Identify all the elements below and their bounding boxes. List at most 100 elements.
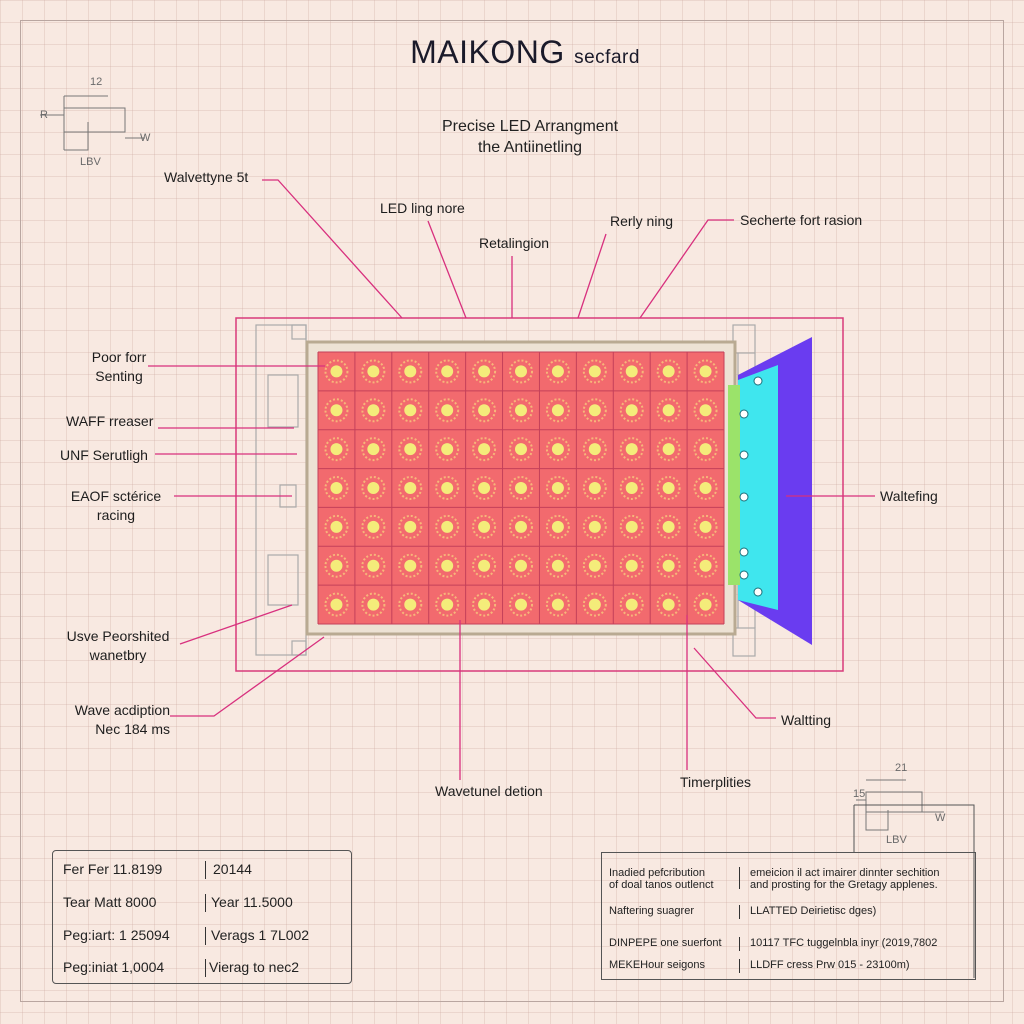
leader-t1 [262,179,403,319]
label-left-2: WAFF rreaser [66,413,154,429]
led-dot [662,598,675,611]
led-dot [478,520,491,533]
led-dot [588,559,601,572]
side-led [739,570,749,580]
led-dot [330,559,343,572]
led-dot [367,443,380,456]
led-halo [545,359,570,384]
led-dot [404,598,417,611]
led-grid [317,351,725,625]
led-halo [619,553,644,578]
led-halo [582,437,607,462]
label-top-1: Walvettyne 5t [164,169,249,185]
spec-right-r3c2: 10117 TFC tuggelnbla inyr (2019,7802 [750,937,938,949]
led-halo [545,437,570,462]
leader-l6 [170,636,325,717]
led-halo [361,437,386,462]
led-halo [509,592,533,617]
label-top-4: Rerly ning [610,213,674,229]
mini-diagram-left [40,95,145,151]
led-dot [515,598,527,611]
led-halo [398,514,423,539]
mini-left-left: R [40,109,48,121]
led-halo [545,476,570,500]
led-halo [582,398,607,423]
spec-right-r4c1: MEKEHour seigons [609,959,705,971]
led-dot [330,598,343,611]
led-dot [367,559,380,572]
led-dot [662,520,675,533]
led-halo [656,514,681,539]
led-dot [515,520,527,533]
led-halo [435,398,460,423]
led-dot [404,520,417,533]
led-dot [367,404,380,417]
led-halo [509,476,533,500]
led-halo [582,553,607,578]
led-dot [367,520,380,533]
led-halo [619,437,644,462]
led-dot [441,520,454,533]
mini-right-box [865,791,923,813]
led-dot [441,559,454,572]
led-halo [435,437,460,462]
led-dot [367,598,380,611]
led-halo [324,514,349,539]
leader-lines [148,179,875,780]
led-halo [361,553,386,578]
led-halo [619,398,644,423]
side-led [753,376,763,386]
led-dot [478,365,491,378]
led-halo [472,476,497,500]
spec-left-r1c1: Fer Fer 11.8199 [63,861,163,877]
led-dot [588,598,601,611]
spec-right-r1c2: emeicion il act imairer dinnter sechitio… [750,867,940,891]
led-dot [478,443,491,456]
led-dot [404,559,417,572]
led-halo [361,359,386,384]
led-halo [693,592,718,617]
led-halo [693,553,718,578]
side-strip [728,385,740,585]
led-halo [435,553,460,578]
led-dot [625,598,638,611]
led-halo [582,514,607,539]
led-halo [361,398,386,423]
label-left-3: UNF Serutligh [60,447,148,463]
led-halo [509,398,533,423]
led-dot [551,404,564,417]
led-halo [619,514,644,539]
led-dot [515,365,527,378]
leader-t4 [577,233,607,319]
led-dot [441,404,454,417]
led-dot [662,559,675,572]
led-dot [588,404,601,417]
led-dot [330,365,343,378]
side-led [739,409,749,419]
led-dot [330,482,343,494]
side-led [739,547,749,557]
led-halo [693,476,718,500]
led-halo [361,592,386,617]
led-halo [656,437,681,462]
led-halo [545,398,570,423]
led-dot [699,443,712,456]
led-dot [515,559,527,572]
led-halo [472,553,497,578]
led-halo [509,359,533,384]
drawing-frame [20,20,1004,1002]
led-halo [435,514,460,539]
led-halo [398,437,423,462]
led-dot [551,559,564,572]
led-dot [662,482,675,494]
led-halo [435,592,460,617]
mini-left-bottom: LBV [80,156,101,168]
mini-left-right: W [140,132,151,144]
housing-corner-bl [291,640,307,656]
led-halo [398,476,423,500]
led-dot [588,482,601,494]
led-dot [478,598,491,611]
label-top-5: Secherte fort rasion [740,212,863,228]
led-halo [324,359,349,384]
